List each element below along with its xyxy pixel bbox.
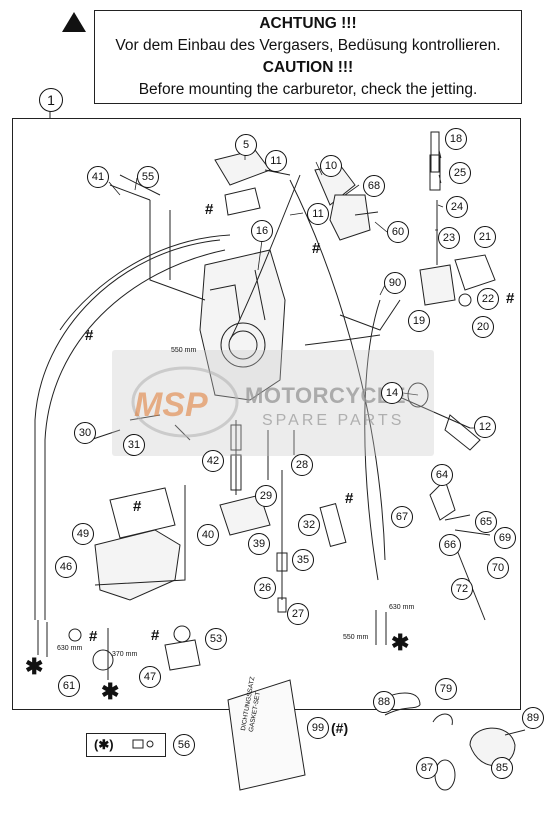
callout-10[interactable]: 10 <box>320 155 342 177</box>
dimension-630-left: 630 mm <box>57 645 83 652</box>
warning-triangle-icon <box>62 12 86 32</box>
callout-19[interactable]: 19 <box>408 310 430 332</box>
callout-87[interactable]: 87 <box>416 757 438 779</box>
warning-text-en: Before mounting the carburetor, check th… <box>138 81 478 98</box>
watermark-band <box>112 350 434 456</box>
watermark-subtitle: SPARE PARTS <box>262 412 405 429</box>
callout-16[interactable]: 16 <box>251 220 273 242</box>
callout-85[interactable]: 85 <box>491 757 513 779</box>
callout-22[interactable]: 22 <box>477 288 499 310</box>
callout-11-mid[interactable]: 11 <box>307 203 329 225</box>
callout-99[interactable]: 99 <box>307 717 329 739</box>
callout-46[interactable]: 46 <box>55 556 77 578</box>
dimension-550-right: 550 mm <box>343 634 369 641</box>
callout-25[interactable]: 25 <box>449 162 471 184</box>
callout-30[interactable]: 30 <box>74 422 96 444</box>
callout-53[interactable]: 53 <box>205 628 227 650</box>
watermark-logo: MSP <box>120 368 208 424</box>
callout-67[interactable]: 67 <box>391 506 413 528</box>
callout-12[interactable]: 12 <box>474 416 496 438</box>
callout-69[interactable]: 69 <box>494 527 516 549</box>
callout-5[interactable]: 5 <box>235 134 257 156</box>
callout-14[interactable]: 14 <box>381 382 403 404</box>
callout-89[interactable]: 89 <box>522 707 544 729</box>
callout-29[interactable]: 29 <box>255 485 277 507</box>
callout-32[interactable]: 32 <box>298 514 320 536</box>
hash-marker-icon: # <box>89 628 98 645</box>
callout-39[interactable]: 39 <box>248 533 270 555</box>
callout-90[interactable]: 90 <box>384 272 406 294</box>
dimension-370: 370 mm <box>112 651 138 658</box>
msp-logo-icon <box>131 366 239 438</box>
callout-70[interactable]: 70 <box>487 557 509 579</box>
callout-60[interactable]: 60 <box>387 221 409 243</box>
callout-66[interactable]: 66 <box>439 534 461 556</box>
callout-42[interactable]: 42 <box>202 450 224 472</box>
gasket-set-marker: (#) <box>331 720 349 736</box>
callout-61[interactable]: 61 <box>58 675 80 697</box>
callout-18[interactable]: 18 <box>445 128 467 150</box>
callout-49[interactable]: 49 <box>72 523 94 545</box>
callout-31[interactable]: 31 <box>123 434 145 456</box>
callout-79[interactable]: 79 <box>435 678 457 700</box>
warning-title-de: ACHTUNG !!! <box>259 15 357 32</box>
hash-marker-icon: # <box>312 240 321 257</box>
callout-24[interactable]: 24 <box>446 196 468 218</box>
hash-marker-icon: # <box>345 490 354 507</box>
callout-56[interactable]: 56 <box>173 734 195 756</box>
callout-68[interactable]: 68 <box>363 175 385 197</box>
callout-41[interactable]: 41 <box>87 166 109 188</box>
asterisk-marker-icon: ✱ <box>391 630 410 655</box>
callout-20[interactable]: 20 <box>472 316 494 338</box>
callout-64[interactable]: 64 <box>431 464 453 486</box>
callout-27[interactable]: 27 <box>287 603 309 625</box>
callout-55[interactable]: 55 <box>137 166 159 188</box>
callout-11-top[interactable]: 11 <box>265 150 287 172</box>
legend-symbol: (✱) <box>94 737 114 752</box>
legend-box: (✱) <box>86 733 166 757</box>
caution-notice: ACHTUNG !!! Vor dem Einbau des Vergasers… <box>94 10 522 104</box>
warning-text-de: Vor dem Einbau des Vergasers, Bedüsung k… <box>115 37 501 54</box>
warning-title-en: CAUTION !!! <box>262 59 354 76</box>
asterisk-marker-icon: ✱ <box>25 654 44 679</box>
watermark-brand: MOTORCYCLE <box>245 383 407 408</box>
hash-marker-icon: # <box>506 290 515 307</box>
dimension-630-right: 630 mm <box>389 604 415 611</box>
callout-28[interactable]: 28 <box>291 454 313 476</box>
callout-26[interactable]: 26 <box>254 577 276 599</box>
callout-88[interactable]: 88 <box>373 691 395 713</box>
callout-72[interactable]: 72 <box>451 578 473 600</box>
hash-marker-icon: # <box>151 627 160 644</box>
watermark-logo-text: MSP <box>134 386 208 424</box>
callout-23[interactable]: 23 <box>438 227 460 249</box>
hash-marker-icon: # <box>85 327 94 344</box>
hash-marker-icon: # <box>205 201 214 218</box>
hash-marker-icon: # <box>133 498 142 515</box>
callout-40[interactable]: 40 <box>197 524 219 546</box>
callout-21[interactable]: 21 <box>474 226 496 248</box>
callout-65[interactable]: 65 <box>475 511 497 533</box>
callout-35[interactable]: 35 <box>292 549 314 571</box>
dimension-550-top: 550 mm <box>171 347 197 354</box>
asterisk-marker-icon: ✱ <box>101 679 120 704</box>
callout-assembly-1[interactable]: 1 <box>39 88 63 112</box>
callout-47[interactable]: 47 <box>139 666 161 688</box>
